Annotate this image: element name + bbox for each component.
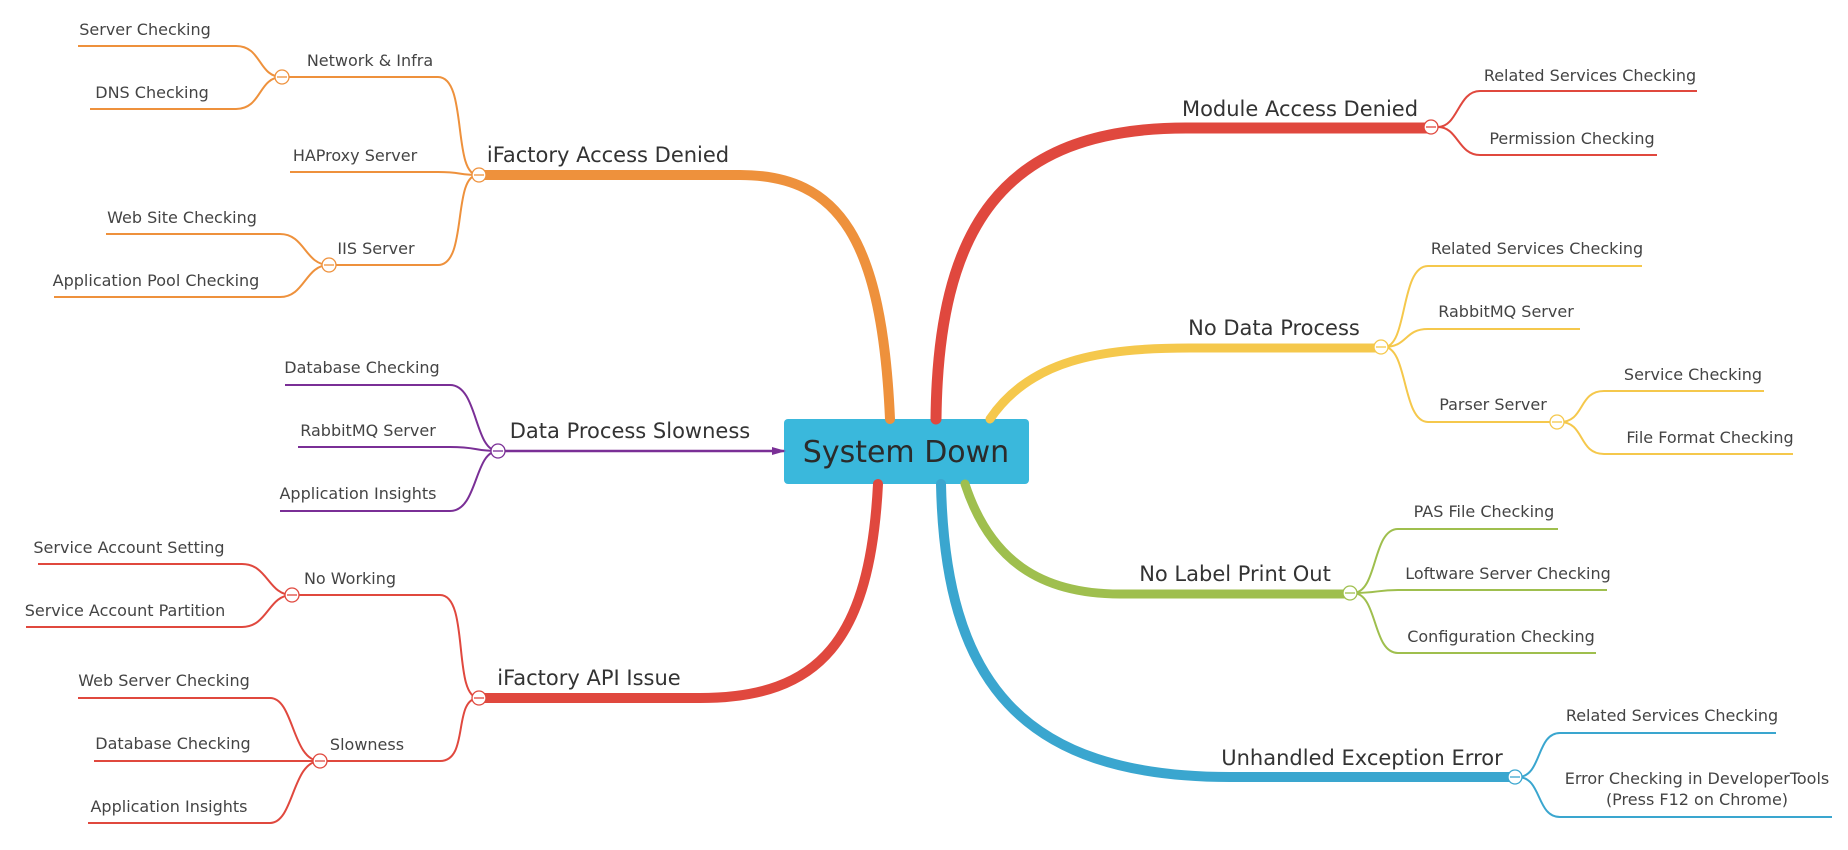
branch-label-module-access-denied[interactable]: Module Access Denied: [1182, 97, 1418, 121]
leaf-file-format-checking[interactable]: File Format Checking: [1626, 428, 1793, 447]
branch-label-ifactory-api-issue[interactable]: iFactory API Issue: [497, 666, 680, 690]
branch-unhandled-exception-error: Unhandled Exception Error Related Servic…: [936, 479, 1832, 818]
leaf-error-checking-devtools[interactable]: Error Checking in DeveloperTools: [1565, 769, 1830, 788]
branch-label-ifactory-access-denied[interactable]: iFactory Access Denied: [487, 143, 729, 167]
branch-no-data-process: No Data Process Related Services Checkin…: [985, 239, 1794, 455]
root-label: System Down: [803, 435, 1009, 470]
branch-label-data-process-slowness[interactable]: Data Process Slowness: [510, 419, 750, 443]
leaf-web-site-checking[interactable]: Web Site Checking: [107, 208, 257, 227]
leaf-permission-checking[interactable]: Permission Checking: [1489, 129, 1654, 148]
leaf-service-account-setting[interactable]: Service Account Setting: [33, 538, 224, 557]
node-network-infra[interactable]: Network & Infra: [307, 51, 433, 70]
leaf-service-account-partition[interactable]: Service Account Partition: [25, 601, 226, 620]
leaf-rabbitmq-server[interactable]: RabbitMQ Server: [1438, 302, 1574, 321]
root-node[interactable]: System Down: [784, 419, 1029, 484]
leaf-server-checking[interactable]: Server Checking: [79, 20, 211, 39]
leaf-database-checking[interactable]: Database Checking: [95, 734, 250, 753]
node-no-working[interactable]: No Working: [304, 569, 396, 588]
branch-label-no-label-print-out[interactable]: No Label Print Out: [1139, 562, 1331, 586]
leaf-loftware-server-checking[interactable]: Loftware Server Checking: [1405, 564, 1611, 583]
leaf-database-checking[interactable]: Database Checking: [284, 358, 439, 377]
leaf-web-server-checking[interactable]: Web Server Checking: [78, 671, 249, 690]
node-iis-server[interactable]: IIS Server: [337, 239, 415, 258]
node-slowness[interactable]: Slowness: [330, 735, 404, 754]
leaf-haproxy-server[interactable]: HAProxy Server: [293, 146, 418, 165]
leaf-related-services-checking[interactable]: Related Services Checking: [1566, 706, 1778, 725]
branch-data-process-slowness: Data Process Slowness Database Checking …: [279, 358, 786, 512]
leaf-rabbitmq-server[interactable]: RabbitMQ Server: [300, 421, 436, 440]
leaf-error-checking-devtools-line2: (Press F12 on Chrome): [1606, 790, 1788, 809]
root-box: [784, 419, 1029, 484]
branch-module-access-denied: Module Access Denied Related Services Ch…: [930, 66, 1697, 425]
branch-label-unhandled-exception-error[interactable]: Unhandled Exception Error: [1221, 746, 1503, 770]
branch-no-label-print-out: No Label Print Out PAS File Checking Lof…: [960, 479, 1611, 654]
leaf-application-insights[interactable]: Application Insights: [90, 797, 247, 816]
branch-ifactory-access-denied: iFactory Access Denied Network & Infra H…: [53, 20, 895, 424]
leaf-pas-file-checking[interactable]: PAS File Checking: [1414, 502, 1555, 521]
leaf-dns-checking[interactable]: DNS Checking: [95, 83, 209, 102]
leaf-configuration-checking[interactable]: Configuration Checking: [1407, 627, 1595, 646]
branch-label-no-data-process[interactable]: No Data Process: [1188, 316, 1360, 340]
node-parser-server[interactable]: Parser Server: [1439, 395, 1547, 414]
leaf-application-pool-checking[interactable]: Application Pool Checking: [53, 271, 260, 290]
trunk-module-access-denied: [930, 122, 1436, 425]
branch-ifactory-api-issue: iFactory API Issue No Working Slowness S…: [25, 479, 883, 824]
leaf-service-checking[interactable]: Service Checking: [1624, 365, 1762, 384]
leaf-related-services-checking[interactable]: Related Services Checking: [1431, 239, 1643, 258]
leaf-related-services-checking[interactable]: Related Services Checking: [1484, 66, 1696, 85]
leaf-application-insights[interactable]: Application Insights: [279, 484, 436, 503]
